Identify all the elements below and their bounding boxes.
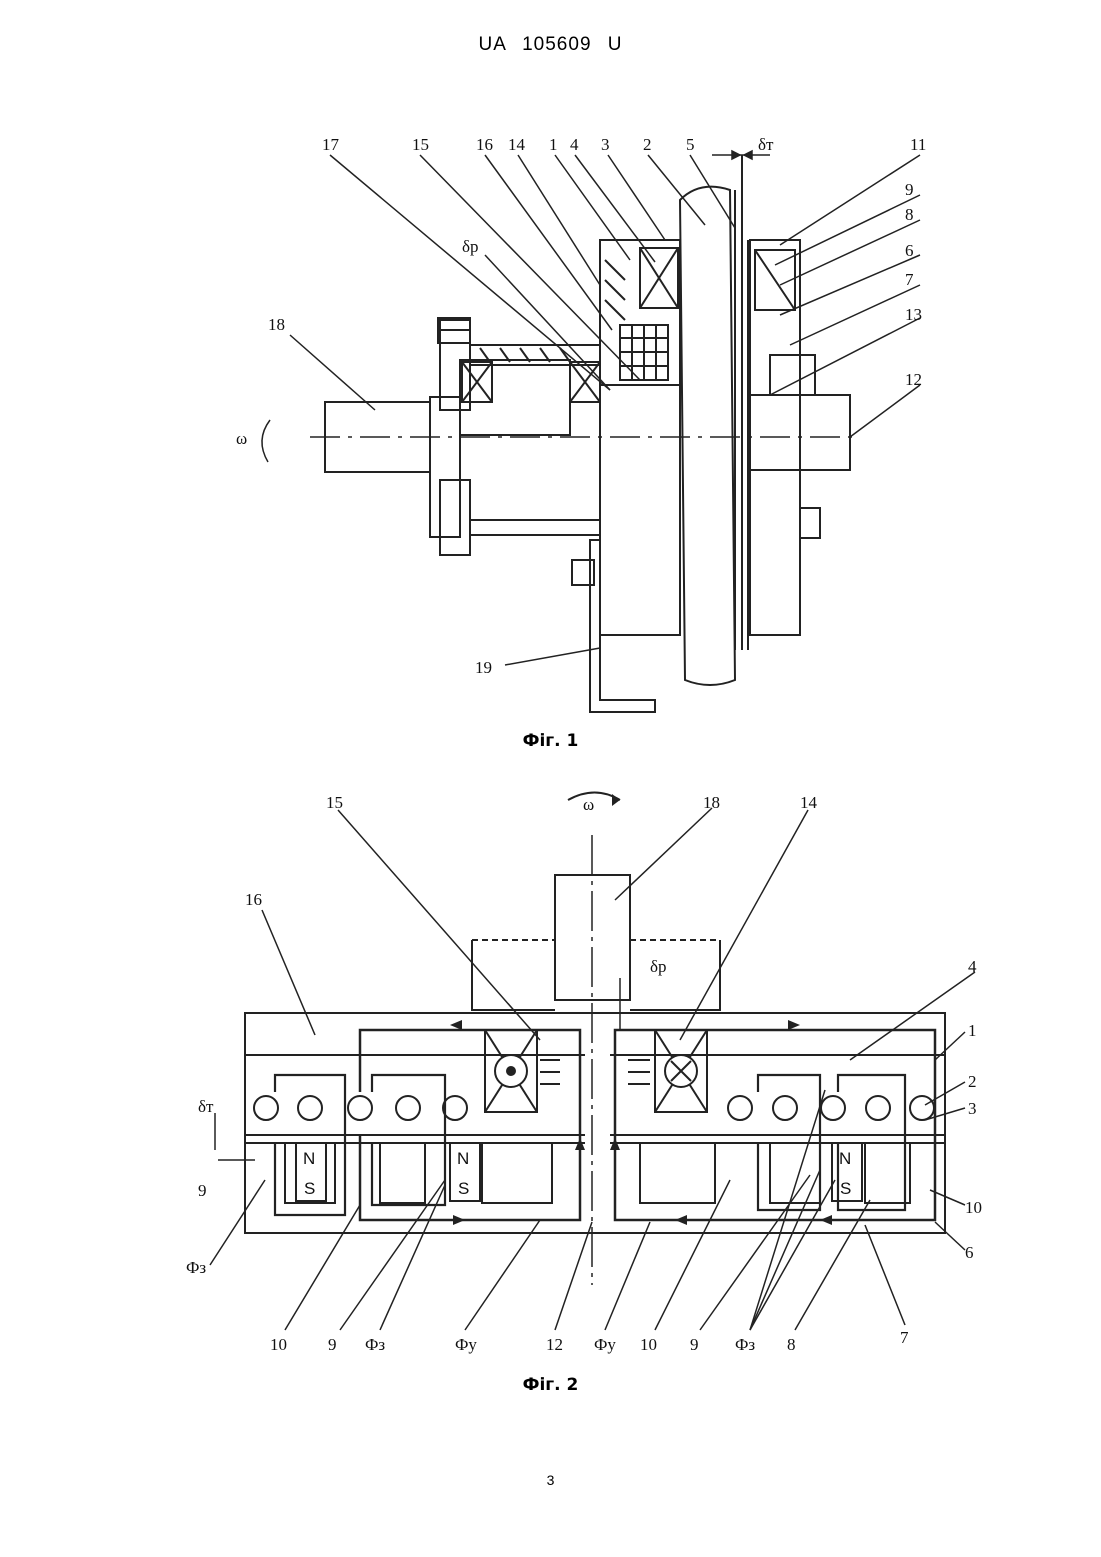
label-2: 2 [643, 135, 652, 154]
fig2-label-14: 14 [800, 793, 818, 812]
fig2-label-9-bottom: 9 [328, 1335, 337, 1354]
label-delta-t: δт [758, 135, 774, 154]
label-4: 4 [570, 135, 579, 154]
magnet-n-middle: N [457, 1149, 469, 1168]
label-5: 5 [686, 135, 695, 154]
magnet-s-right: S [840, 1179, 851, 1198]
fig2-label-phi-y-left: Фу [455, 1335, 477, 1354]
fig2-label-10-left: 10 [270, 1335, 287, 1354]
fig2-label-18: 18 [703, 793, 720, 812]
fig2-label-4: 4 [968, 957, 977, 976]
fig2-label-9-left: 9 [198, 1181, 207, 1200]
fig2-label-10-right: 10 [965, 1198, 982, 1217]
fig2-label-3: 3 [968, 1099, 977, 1118]
label-15: 15 [412, 135, 429, 154]
fig2-label-15: 15 [326, 793, 343, 812]
label-12: 12 [905, 370, 922, 389]
fig2-label-6: 6 [965, 1243, 974, 1262]
label-13: 13 [905, 305, 922, 324]
figure-2-caption: Фіг. 2 [0, 1375, 1101, 1395]
figure-1-drawing: 17 15 16 14 1 4 3 2 5 δт 11 9 8 6 7 13 1… [0, 0, 1101, 740]
magnet-n-left: N [303, 1149, 315, 1168]
label-14: 14 [508, 135, 526, 154]
label-9: 9 [905, 180, 914, 199]
fig2-label-12: 12 [546, 1335, 563, 1354]
label-19: 19 [475, 658, 492, 677]
fig2-label-2: 2 [968, 1072, 977, 1091]
fig2-label-9-right: 9 [690, 1335, 699, 1354]
label-6: 6 [905, 241, 914, 260]
label-16: 16 [476, 135, 493, 154]
label-1: 1 [549, 135, 558, 154]
label-11: 11 [910, 135, 926, 154]
fig2-label-16: 16 [245, 890, 262, 909]
fig2-label-1: 1 [968, 1021, 977, 1040]
fig2-label-phi-z-left: Фз [186, 1258, 206, 1277]
figure-1-caption: Фіг. 1 [0, 731, 1101, 751]
fig2-label-7: 7 [900, 1328, 909, 1347]
page-number: 3 [0, 1472, 1101, 1488]
fig2-label-phi-z-right: Фз [735, 1335, 755, 1354]
label-18: 18 [268, 315, 285, 334]
fig2-label-phi-y-right: Фу [594, 1335, 616, 1354]
magnet-n-right: N [839, 1149, 851, 1168]
magnet-s-left: S [304, 1179, 315, 1198]
label-17: 17 [322, 135, 340, 154]
fig2-label-omega: ω [583, 795, 594, 814]
fig2-label-10-bottom: 10 [640, 1335, 657, 1354]
label-3: 3 [601, 135, 610, 154]
label-8: 8 [905, 205, 914, 224]
figure-2-drawing: N S N S N S ω 15 18 14 16 δр [0, 760, 1101, 1370]
magnet-s-middle: S [458, 1179, 469, 1198]
label-omega: ω [236, 429, 247, 448]
fig2-label-delta-t: δт [198, 1097, 214, 1116]
fig2-label-8: 8 [787, 1335, 796, 1354]
fig2-label-phi-z-bottom: Фз [365, 1335, 385, 1354]
label-delta-p: δр [462, 237, 479, 256]
fig2-label-delta-p: δр [650, 957, 667, 976]
label-7: 7 [905, 270, 914, 289]
